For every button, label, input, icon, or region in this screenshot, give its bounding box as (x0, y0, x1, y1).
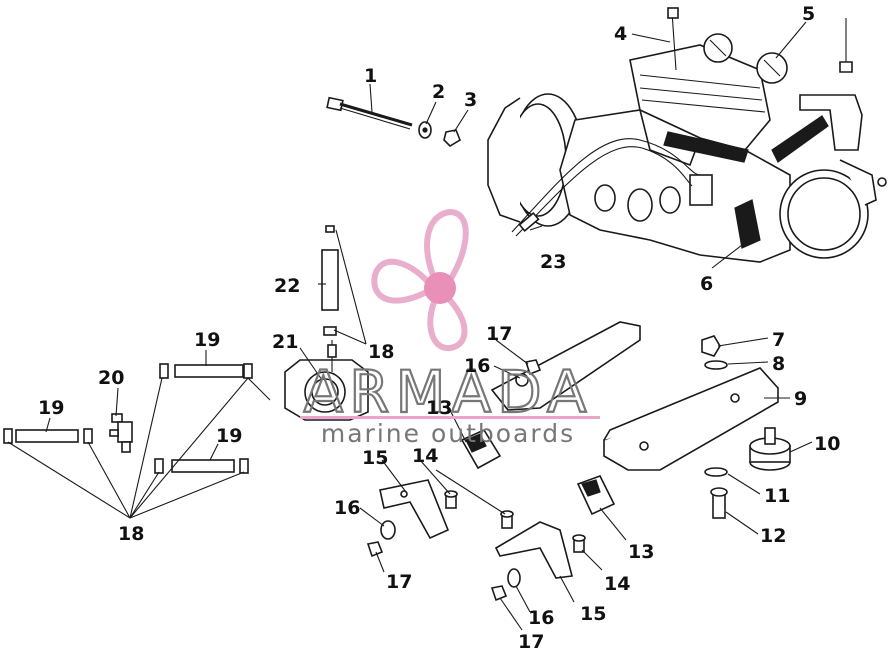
callout-17-left: 17 (386, 571, 412, 593)
callout-22: 22 (274, 275, 300, 297)
callout-19-lower: 19 (216, 425, 242, 447)
engine-mount-bolt (326, 96, 413, 130)
callout-labels: 1 2 3 4 5 6 7 8 9 10 11 12 13 13 14 14 1… (38, 3, 840, 651)
mount-bracket-right (494, 521, 574, 579)
callout-18-bottom: 18 (118, 523, 144, 545)
upper-bracket-nut (524, 359, 542, 376)
callout-5: 5 (802, 3, 815, 25)
callout-21: 21 (272, 331, 298, 353)
callout-20: 20 (98, 367, 124, 389)
callout-4: 4 (614, 23, 627, 45)
callout-15-right: 15 (580, 603, 606, 625)
bracket-nut (701, 335, 721, 357)
callout-6: 6 (700, 273, 713, 295)
callout-3: 3 (464, 89, 477, 111)
damper-block-left (460, 428, 502, 470)
t-fitting (109, 413, 133, 453)
damper-block-right (576, 475, 616, 516)
mount-bracket-left (379, 479, 450, 540)
bracket-washer (704, 360, 728, 370)
callout-14-left: 14 (412, 445, 438, 467)
callout-16-bottom: 16 (528, 607, 554, 629)
rubber-mount (749, 427, 791, 471)
intake-manifold (284, 340, 369, 421)
washer-bottom (507, 568, 521, 588)
callout-13-lower: 13 (628, 541, 654, 563)
washer-left (380, 520, 396, 540)
callout-18-center: 18 (368, 341, 394, 363)
mount-washer (418, 121, 432, 139)
callout-17-bottom: 17 (518, 631, 544, 651)
bracket-bolt-center (500, 510, 514, 529)
watermark-brand: ARMADA (303, 358, 592, 426)
mount-nut (443, 129, 461, 148)
nut-left (366, 541, 384, 558)
callout-16-upper: 16 (464, 355, 490, 377)
callout-16-left: 16 (334, 497, 360, 519)
callout-7: 7 (772, 329, 785, 351)
callout-11: 11 (764, 485, 790, 507)
watermark-tagline: marine outboards (321, 419, 575, 448)
callout-19-left: 19 (38, 397, 64, 419)
callout-2: 2 (432, 81, 445, 103)
callout-1: 1 (364, 65, 377, 87)
callout-10: 10 (814, 433, 840, 455)
callout-8: 8 (772, 353, 785, 375)
leader-lines (7, 21, 813, 631)
callout-17-upper: 17 (486, 323, 512, 345)
coolant-hose-lower (154, 458, 249, 474)
coolant-hose-left (3, 428, 93, 444)
mount-bolt-lower (710, 487, 728, 519)
callout-9: 9 (794, 388, 807, 410)
callout-15-left: 15 (362, 447, 388, 469)
watermark: ARMADA marine outboards (300, 208, 600, 448)
bracket-bolt-left (444, 490, 458, 509)
propeller-logo (371, 208, 469, 351)
mount-washer-lower (704, 467, 728, 477)
callout-23: 23 (540, 251, 566, 273)
callout-14-right: 14 (604, 573, 630, 595)
callout-12: 12 (760, 525, 786, 547)
spacer-tube (321, 225, 339, 336)
rear-mount-bracket (603, 367, 779, 471)
bracket-bolt-right (572, 534, 586, 553)
callout-19-upper: 19 (194, 329, 220, 351)
watermark-divider (300, 416, 600, 419)
engine-assembly (487, 7, 887, 263)
callout-13-upper: 13 (426, 397, 452, 419)
coolant-hose-upper (159, 363, 253, 379)
nut-bottom (490, 585, 508, 602)
